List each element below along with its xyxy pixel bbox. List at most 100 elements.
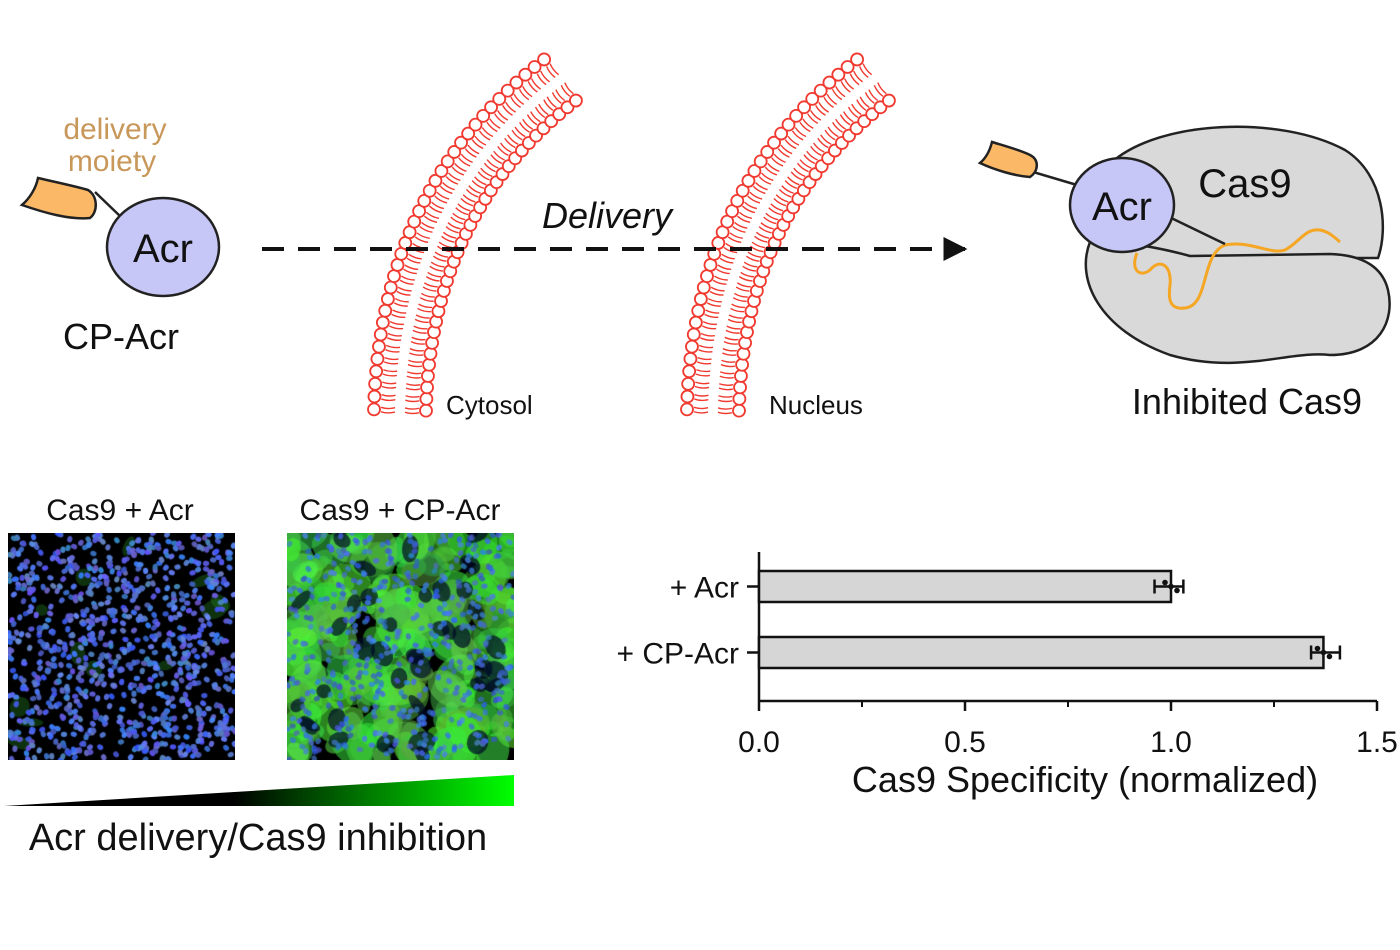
lipid-tail xyxy=(382,373,398,377)
lipid-tail xyxy=(381,385,397,389)
lipid-tail xyxy=(408,253,422,260)
lipid-head xyxy=(569,93,583,108)
lipid-head xyxy=(813,83,828,98)
lipid-tail xyxy=(445,176,459,185)
lipid-tail xyxy=(504,137,516,149)
lipid-tail xyxy=(447,172,461,182)
lipid-tail xyxy=(433,255,447,262)
lipid-tail xyxy=(530,111,541,123)
lipid-head xyxy=(509,75,524,90)
lipid-tail xyxy=(746,255,760,262)
lipid-tail xyxy=(817,137,829,149)
lipid-tail xyxy=(527,81,538,93)
lipid-tail xyxy=(549,63,560,76)
lipid-tail xyxy=(519,121,530,133)
lipid-head xyxy=(789,108,804,123)
lipid-head xyxy=(781,117,796,132)
y-tick-label: + Acr xyxy=(670,572,739,605)
lipid-tail xyxy=(418,303,433,309)
lipid-tail xyxy=(765,212,779,221)
lipid-tail xyxy=(404,407,420,410)
cp-acr-molecule: delivery moiety Acr CP-Acr xyxy=(19,113,221,357)
lipid-tail xyxy=(480,167,493,177)
lipid-head xyxy=(822,75,837,90)
lipid-head xyxy=(428,173,443,188)
lipid-tail xyxy=(384,356,399,361)
lipid-tail xyxy=(389,325,404,330)
lipid-tail xyxy=(452,212,466,221)
lipid-tail xyxy=(790,171,803,181)
lipid-tail xyxy=(436,191,450,200)
lipid-tail xyxy=(736,215,751,223)
lipid-tail xyxy=(742,265,756,272)
lipid-head xyxy=(461,126,476,141)
lipid-tail xyxy=(421,221,435,229)
lipid-head xyxy=(760,145,775,159)
lipid-head xyxy=(419,392,434,406)
lipid-tail xyxy=(859,96,870,109)
lipid-tail xyxy=(434,195,448,204)
lipid-tail xyxy=(773,198,787,207)
lipid-tail xyxy=(414,318,429,324)
lipid-head xyxy=(492,91,507,106)
lipid-head xyxy=(419,403,433,418)
lipid-tail xyxy=(381,393,396,397)
lipid-tail xyxy=(732,297,747,302)
lipid-tail xyxy=(718,399,733,403)
lipid-tail xyxy=(534,106,546,119)
lipid-tail xyxy=(823,96,834,108)
lipid-tail xyxy=(723,341,738,345)
lipid-tail xyxy=(826,93,838,105)
lipid-head xyxy=(735,183,750,198)
cp-acr-label: CP-Acr xyxy=(63,316,179,357)
lipid-tail xyxy=(393,302,408,307)
lipid-tail xyxy=(794,127,807,138)
lipid-head xyxy=(696,280,711,295)
lipid-tail xyxy=(441,235,455,243)
lipid-tail xyxy=(422,286,437,292)
delivery-moiety-shape xyxy=(19,176,97,220)
lipid-tail xyxy=(758,176,772,185)
lipid-tail xyxy=(429,265,443,272)
lipid-tail xyxy=(447,222,461,230)
acr-cas9-contact-line xyxy=(1164,213,1226,246)
lipid-tail xyxy=(702,321,717,326)
lipid-tail xyxy=(734,221,748,229)
lipid-tail xyxy=(780,144,793,155)
lipid-tail xyxy=(847,106,859,119)
lipid-tail xyxy=(695,381,710,385)
delivery-moiety-label-line2: moiety xyxy=(68,145,156,178)
lipid-tail xyxy=(813,142,825,153)
bar xyxy=(757,569,1173,604)
delivery-gradient-wedge xyxy=(4,775,514,806)
lipid-tail xyxy=(820,134,832,145)
lipid-tail xyxy=(696,369,711,373)
complex-acr-shape xyxy=(1068,156,1176,254)
lipid-tail xyxy=(511,129,523,141)
lipid-tail xyxy=(412,329,427,334)
lipid-head xyxy=(683,351,698,366)
lipid-tail xyxy=(406,257,421,264)
lipid-head xyxy=(468,117,483,132)
lipid-tail xyxy=(698,344,714,349)
delivery-label: Delivery xyxy=(542,195,674,236)
lipid-head xyxy=(537,52,551,67)
lipid-tail xyxy=(478,130,491,141)
lipid-tail xyxy=(721,359,736,363)
lipid-tail xyxy=(835,85,846,98)
lipid-tail xyxy=(415,314,430,319)
lipid-head xyxy=(420,380,434,395)
gradient-caption: Acr delivery/Cas9 inhibition xyxy=(29,817,487,859)
lipid-head xyxy=(747,164,762,178)
lipid-tail xyxy=(738,276,753,282)
lipid-tail xyxy=(442,182,455,191)
lipid-tail xyxy=(442,231,457,239)
lipid-tail xyxy=(767,163,780,172)
lipid-tail xyxy=(787,135,800,146)
lipid-head xyxy=(434,164,449,178)
nuclear-membrane xyxy=(680,52,896,418)
lipid-tail xyxy=(500,142,512,153)
lipid-tail xyxy=(832,121,843,133)
lipid-head xyxy=(422,183,437,198)
lipid-tail xyxy=(839,114,851,126)
